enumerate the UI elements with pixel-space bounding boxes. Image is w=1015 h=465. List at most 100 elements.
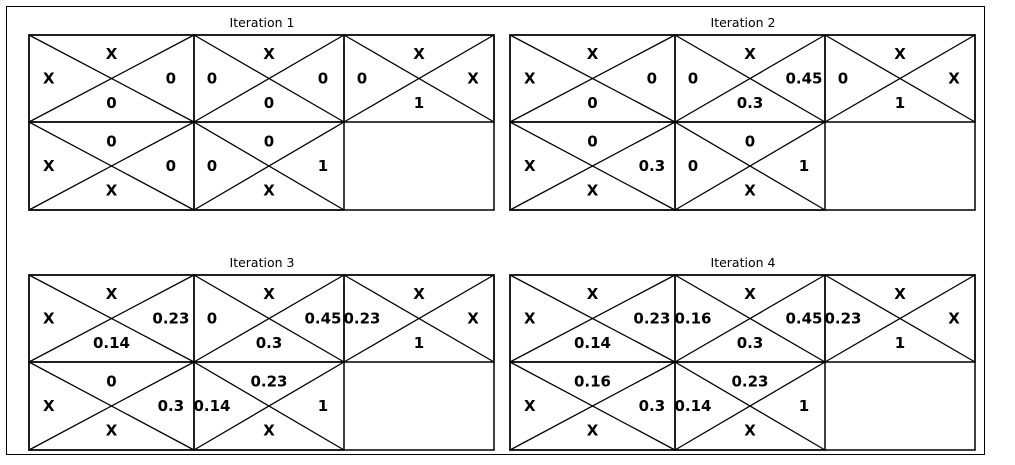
panel-3-cell-3-top-value: X <box>413 285 425 303</box>
panel-2-cell-2-bottom-value: 0.3 <box>737 94 764 112</box>
panel-title-iteration-4: Iteration 4 <box>710 255 776 270</box>
panel-3-cell-2-diagonal-b <box>193 274 345 363</box>
panel-title-iteration-3: Iteration 3 <box>229 255 295 270</box>
panel-3-cell-1-right-value: 0.23 <box>152 310 189 328</box>
panel-3-cell-4-top-value: 0 <box>106 372 116 390</box>
panel-4-cell-3-top-value: X <box>894 285 906 303</box>
panel-1-cell-4-left-value: X <box>43 157 55 175</box>
panel-1-cell-2-top-value: X <box>263 45 275 63</box>
figure-frame <box>6 6 985 455</box>
panel-2-cell-4-top-value: 0 <box>587 132 597 150</box>
panel-4-cell-4-bottom-value: X <box>587 422 599 440</box>
panel-4-cell-4-left-value: X <box>524 397 536 415</box>
panel-4-cell-3-diagonal-b <box>824 274 976 363</box>
panel-2-cell-1-diagonal-b <box>509 34 676 123</box>
panel-2-cell-3-left-value: 0 <box>838 70 848 88</box>
panel-1-cell-2-diagonal-b <box>193 34 345 123</box>
panel-3-cell-3-box <box>343 274 495 363</box>
panel-2-cell-4-diagonal-b <box>509 121 676 211</box>
panel-3-cell-3-bottom-value: 1 <box>414 334 424 352</box>
panel-1-cell-4-bottom-value: X <box>106 182 118 200</box>
panel-2-cell-1-right-value: 0 <box>647 70 657 88</box>
panel-4-cell-2-diagonal-b <box>674 274 826 363</box>
panel-4-cell-2-top-value: X <box>744 285 756 303</box>
panel-3-cell-5-left-value: 0.14 <box>193 397 230 415</box>
panel-3-cell-4-bottom-value: X <box>106 422 118 440</box>
panel-2-cell-3-bottom-value: 1 <box>895 94 905 112</box>
panel-2-cell-2-left-value: 0 <box>688 70 698 88</box>
panel-3-cell-4-diagonal-b <box>28 361 195 451</box>
panel-2-cell-2-diagonal-b <box>674 34 826 123</box>
panel-1-cell-3-right-value: X <box>467 70 479 88</box>
panel-3-cell-1-left-value: X <box>43 310 55 328</box>
panel-3-cell-3-left-value: 0.23 <box>343 310 380 328</box>
panel-4-cell-1-right-value: 0.23 <box>633 310 670 328</box>
panel-4-cell-3-right-value: X <box>948 310 960 328</box>
panel-3-cell-3-right-value: X <box>467 310 479 328</box>
panel-4-cell-1-diagonal-b <box>509 274 676 363</box>
panel-1-cell-4-right-value: 0 <box>166 157 176 175</box>
panel-4-cell-4-right-value: 0.3 <box>639 397 666 415</box>
panel-1-cell-1-right-value: 0 <box>166 70 176 88</box>
panel-4-cell-1-top-value: X <box>587 285 599 303</box>
panel-2-cell-3-right-value: X <box>948 70 960 88</box>
panel-2-cell-3-diagonal-b <box>824 34 976 123</box>
panel-4-cell-5-top-value: 0.23 <box>731 372 768 390</box>
panel-3-cell-5-box <box>193 361 345 451</box>
panel-3-cell-1-bottom-value: 0.14 <box>93 334 130 352</box>
panel-2-cell-3-top-value: X <box>894 45 906 63</box>
panel-1-cell-1-diagonal-b <box>28 34 195 123</box>
panel-2-cell-1-top-value: X <box>587 45 599 63</box>
panel-1-cell-5-box <box>193 121 345 211</box>
panel-4-cell-4-top-value: 0.16 <box>574 372 611 390</box>
panel-1-cell-1-left-value: X <box>43 70 55 88</box>
panel-4-cell-5-diagonal-b <box>674 361 826 451</box>
panel-3-cell-1-diagonal-b <box>28 274 195 363</box>
panel-3-cell-4-right-value: 0.3 <box>158 397 185 415</box>
panel-1-cell-2-left-value: 0 <box>207 70 217 88</box>
panel-title-iteration-1: Iteration 1 <box>229 15 295 30</box>
panel-4-cell-3-box <box>824 274 976 363</box>
panel-1-cell-3-left-value: 0 <box>357 70 367 88</box>
panel-3-cell-5-right-value: 1 <box>318 397 328 415</box>
panel-1-cell-3-bottom-value: 1 <box>414 94 424 112</box>
panel-2-cell-5-top-value: 0 <box>745 132 755 150</box>
panel-1-cell-5-bottom-value: X <box>263 182 275 200</box>
panel-2-cell-1-bottom-value: 0 <box>587 94 597 112</box>
panel-1-cell-5-top-value: 0 <box>264 132 274 150</box>
panel-1-cell-5-left-value: 0 <box>207 157 217 175</box>
panel-2-cell-4-left-value: X <box>524 157 536 175</box>
panel-2-cell-1-left-value: X <box>524 70 536 88</box>
panel-4-cell-4-diagonal-b <box>509 361 676 451</box>
panel-3-cell-3-diagonal-b <box>343 274 495 363</box>
panel-1-cell-5-diagonal-b <box>193 121 345 211</box>
panel-4-cell-5-box <box>674 361 826 451</box>
panel-2-cell-3-box <box>824 34 976 123</box>
panel-3-cell-2-top-value: X <box>263 285 275 303</box>
panel-1-cell-1-top-value: X <box>106 45 118 63</box>
panel-3-cell-5-diagonal-b <box>193 361 345 451</box>
panel-1-cell-3-top-value: X <box>413 45 425 63</box>
panel-2-cell-5-bottom-value: X <box>744 182 756 200</box>
panel-3-cell-1-top-value: X <box>106 285 118 303</box>
panel-title-iteration-2: Iteration 2 <box>710 15 776 30</box>
panel-2-cell-2-right-value: 0.45 <box>785 70 822 88</box>
panel-4-cell-2-right-value: 0.45 <box>785 310 822 328</box>
panel-2-cell-5-right-value: 1 <box>799 157 809 175</box>
panel-4-cell-1-bottom-value: 0.14 <box>574 334 611 352</box>
panel-3-cell-2-right-value: 0.45 <box>304 310 341 328</box>
panel-1-cell-3-box <box>343 34 495 123</box>
panel-1-cell-3-diagonal-b <box>343 34 495 123</box>
panel-4-cell-3-bottom-value: 1 <box>895 334 905 352</box>
panel-2-cell-4-bottom-value: X <box>587 182 599 200</box>
panel-4-cell-2-left-value: 0.16 <box>674 310 711 328</box>
panel-2-cell-2-top-value: X <box>744 45 756 63</box>
panel-4-cell-5-bottom-value: X <box>744 422 756 440</box>
panel-4-cell-2-bottom-value: 0.3 <box>737 334 764 352</box>
panel-2-cell-5-diagonal-b <box>674 121 826 211</box>
panel-3-cell-5-bottom-value: X <box>263 422 275 440</box>
panel-4-cell-5-right-value: 1 <box>799 397 809 415</box>
panel-1-cell-5-right-value: 1 <box>318 157 328 175</box>
panel-2-cell-5-box <box>674 121 826 211</box>
